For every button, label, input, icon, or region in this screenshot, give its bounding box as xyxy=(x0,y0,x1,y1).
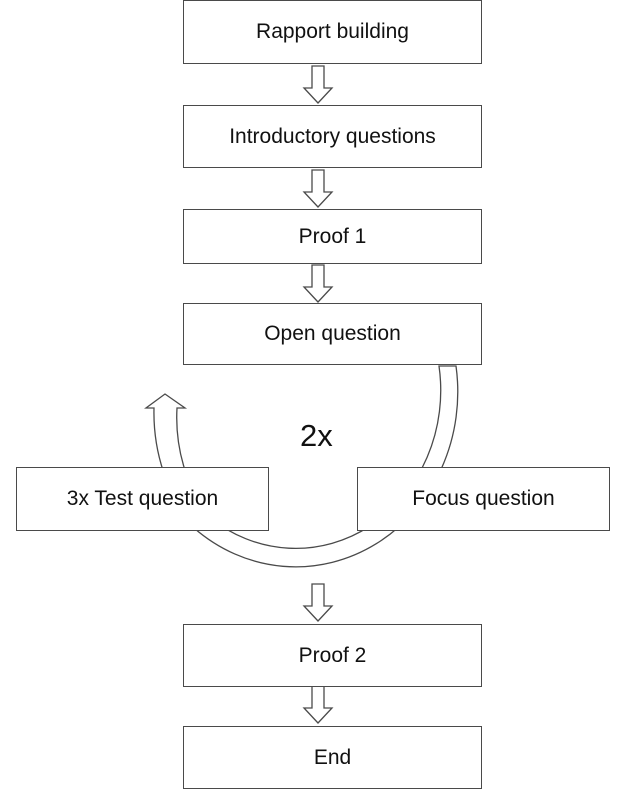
arrow-down-5 xyxy=(302,685,334,724)
arrow-down-4 xyxy=(302,583,334,622)
arrow-down-1 xyxy=(302,65,334,104)
proof-1-box: Proof 1 xyxy=(183,209,482,264)
end-label: End xyxy=(313,745,352,769)
introductory-questions-box: Introductory questions xyxy=(183,105,482,168)
rapport-building-box: Rapport building xyxy=(183,0,482,64)
focus-question-box: Focus question xyxy=(357,467,610,531)
open-question-box: Open question xyxy=(183,303,482,365)
introductory-questions-label: Introductory questions xyxy=(229,124,436,148)
proof-2-label: Proof 2 xyxy=(298,643,367,667)
focus-question-label: Focus question xyxy=(412,487,555,510)
test-question-box: 3x Test question xyxy=(16,467,269,531)
open-question-label: Open question xyxy=(264,322,401,345)
rapport-building-label: Rapport building xyxy=(256,20,409,43)
arrow-down-3 xyxy=(302,264,334,303)
end-box: End xyxy=(183,726,482,789)
repeat-count-label: 2x xyxy=(300,418,333,453)
test-question-label: 3x Test question xyxy=(66,487,219,510)
proof-2-box: Proof 2 xyxy=(183,624,482,687)
proof-1-label: Proof 1 xyxy=(298,224,367,248)
arrow-down-2 xyxy=(302,169,334,208)
